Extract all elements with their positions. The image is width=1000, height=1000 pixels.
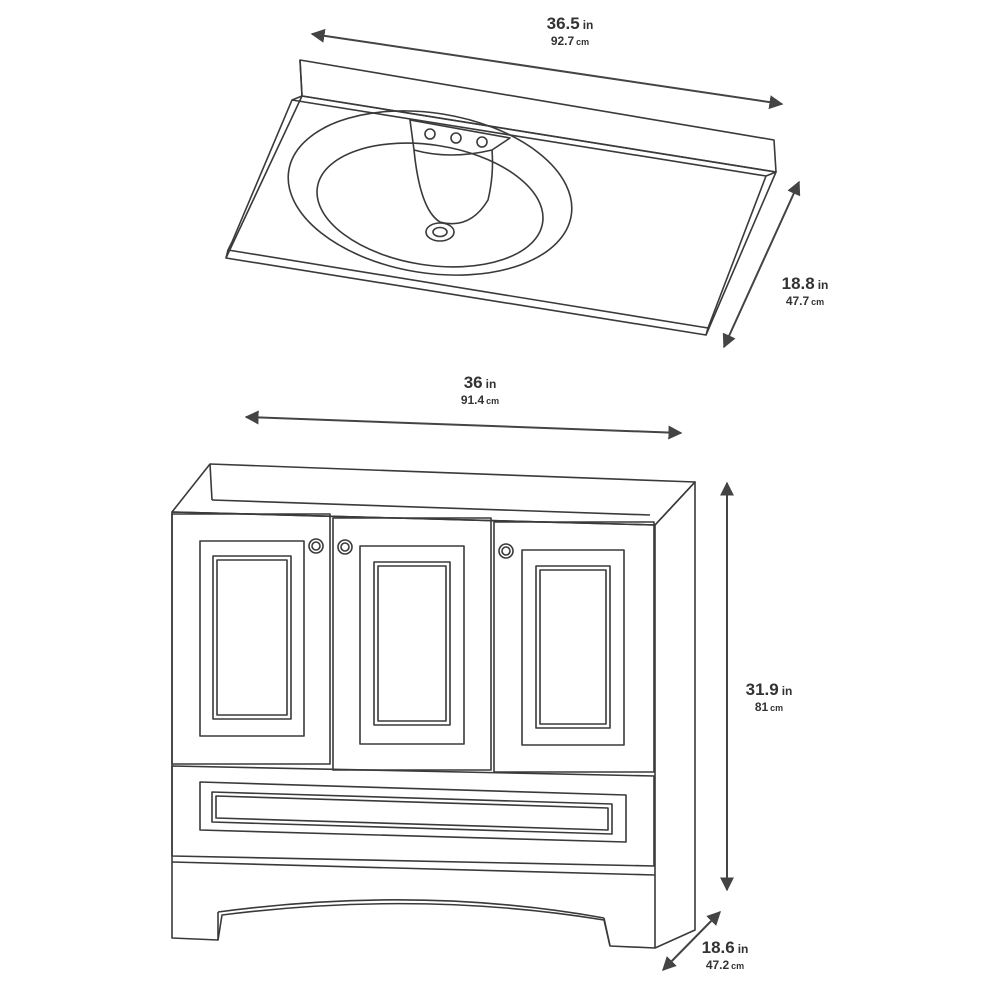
door-center [332, 517, 492, 771]
top-width-in: 36.5 [546, 14, 580, 33]
cab-height-in-unit: in [781, 684, 793, 698]
top-width-in-unit: in [582, 18, 594, 32]
knob-left-icon [308, 538, 324, 554]
backsplash [299, 59, 777, 173]
countertop [225, 95, 777, 336]
cabinet-side [654, 481, 696, 949]
top-depth-in-unit: in [817, 278, 829, 292]
top-width-cm: 92.7 [550, 34, 575, 49]
cab-width-cm-unit: cm [486, 396, 500, 407]
cab-depth-in-unit: in [737, 942, 749, 956]
cab-height-in: 31.9 [745, 680, 779, 699]
knob-right-icon [498, 543, 514, 559]
cab-width-arrow [244, 410, 683, 440]
cab-width-in: 36 [463, 373, 483, 392]
top-depth-cm: 47.7 [785, 294, 810, 309]
cab-height-cm: 81 [754, 700, 769, 715]
toe-kick [171, 861, 656, 876]
top-depth-arrow [722, 180, 801, 349]
vanity-top [225, 59, 777, 336]
knob-center-icon [337, 539, 353, 555]
top-depth-cm-unit: cm [811, 297, 825, 308]
drawer [171, 765, 655, 867]
cab-depth-arrow [662, 911, 721, 971]
faucet-hole-center [450, 132, 462, 144]
basin-inner [316, 142, 544, 268]
top-width-cm-unit: cm [576, 37, 590, 48]
basin-rim [287, 110, 573, 276]
cab-depth-cm-unit: cm [731, 961, 745, 972]
door-left [171, 513, 331, 765]
cabinet-top [171, 463, 696, 526]
cab-depth-cm: 47.2 [705, 958, 730, 973]
vanity-cabinet [171, 463, 696, 949]
faucet-hole-right [476, 136, 488, 148]
door-right [493, 521, 655, 773]
top-width-arrow [310, 28, 784, 110]
drain-icon [425, 222, 455, 242]
cabinet-front [171, 511, 656, 949]
cab-width-cm: 91.4 [460, 393, 485, 408]
cab-depth-in: 18.6 [701, 938, 735, 957]
top-depth-in: 18.8 [781, 274, 815, 293]
faucet-hole-left [424, 128, 436, 140]
cab-height-cm-unit: cm [770, 703, 784, 714]
cab-width-in-unit: in [485, 377, 497, 391]
